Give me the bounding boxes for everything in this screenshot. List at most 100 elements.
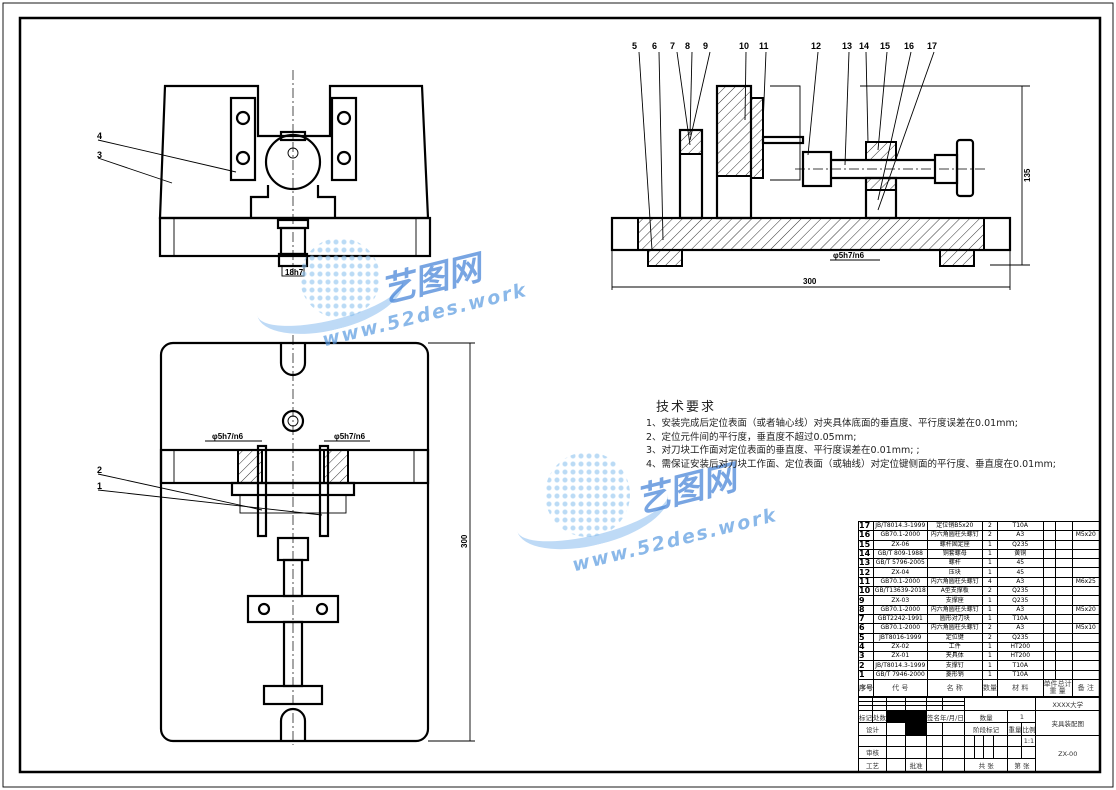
- bom-cell-remark: [1071, 567, 1101, 578]
- bom-cell-t: [1054, 660, 1073, 671]
- bom-cell-material: A3: [996, 623, 1044, 634]
- bom-cell-no: 5: [858, 632, 874, 643]
- bom-cell-u: [1042, 651, 1056, 662]
- height-dimension: 135: [1023, 168, 1032, 182]
- part-label-10: 10: [739, 41, 749, 51]
- bom-cell-t: [1054, 586, 1073, 597]
- bom-cell-no: 16: [858, 530, 874, 541]
- part-label-6: 6: [652, 41, 657, 51]
- bom-cell-name: 铜套螺母: [926, 548, 983, 560]
- bom-cell-qty: 1: [981, 641, 998, 653]
- bom-cell-qty: 1: [981, 604, 998, 615]
- bom-cell-no: 10: [858, 586, 874, 597]
- width-dimension: 300: [803, 277, 817, 286]
- part-label-11: 11: [759, 41, 769, 51]
- bom-cell-material: T10A: [996, 613, 1044, 625]
- bom-cell-t: [1054, 520, 1073, 532]
- bom-cell-remark: [1071, 651, 1101, 662]
- bom-cell-name: 支撑座: [926, 595, 983, 606]
- sheet-number: 第 张: [1007, 758, 1037, 772]
- leader-line: [807, 51, 819, 156]
- sign-date-label: 签名年/月/日: [925, 709, 965, 724]
- bom-cell-u: [1042, 539, 1056, 550]
- part-label-5: 5: [632, 41, 637, 51]
- bom-cell-name: 内六角圆柱头螺钉: [926, 576, 983, 588]
- bom-header: 序号 代 号 名 称 数量 材 料 单件总计重 量 备 注: [858, 679, 1101, 698]
- bom-cell-material: 45: [996, 558, 1044, 569]
- bom-cell-qty: 2: [981, 586, 998, 597]
- bom-cell-name: 压块: [926, 567, 983, 578]
- school-name: XXXX大学: [1035, 697, 1100, 711]
- bom-cell-no: 7: [858, 613, 874, 625]
- bom-cell-no: 3: [858, 651, 874, 662]
- bom-cell-t: [1054, 604, 1073, 615]
- bom-cell-material: T10A: [996, 669, 1044, 681]
- scale-label: 比例: [1021, 722, 1037, 737]
- bom-cell-code: GB/T 5796-2005: [873, 558, 928, 569]
- bom-cell-u: [1042, 623, 1056, 634]
- bom-cell-material: Q235: [996, 586, 1044, 597]
- part-label-13: 13: [842, 41, 852, 51]
- bom-cell-remark: [1071, 520, 1101, 532]
- bom-cell-qty: 1: [981, 595, 998, 606]
- leader-line: [638, 51, 653, 251]
- bom-cell-u: [1042, 576, 1056, 588]
- count-label: 处数: [872, 709, 887, 724]
- bom-cell-name: 定位销B5x20: [926, 520, 983, 532]
- leader-line: [877, 51, 912, 201]
- bom-cell-qty: 1: [981, 539, 998, 550]
- header-no: 序号: [858, 679, 874, 698]
- bom-cell-t: [1054, 548, 1073, 560]
- part-label-2: 2: [97, 465, 102, 475]
- bom-cell-u: [1042, 530, 1056, 541]
- bom-cell-qty: 4: [981, 576, 998, 588]
- bom-cell-name: 支撑钉: [926, 660, 983, 671]
- section-view: 135 300 φ5h7/n6: [610, 84, 1032, 290]
- bom-cell-code: ZX-06: [873, 539, 928, 550]
- requirement-2: 2、定位元件间的平行度，垂直度不超过0.05mm;: [646, 431, 857, 443]
- leader-line: [744, 51, 747, 121]
- bom-cell-material: T10A: [996, 520, 1044, 532]
- front-view: 18h7 4 3: [97, 70, 432, 277]
- plan-view: φ5h7/n6 φ5h7/n6 300 2 1: [97, 335, 475, 745]
- bom-cell-t: [1054, 530, 1073, 541]
- bom-cell-u: [1042, 669, 1056, 681]
- bom-cell-u: [1042, 558, 1056, 569]
- bom-cell-u: [1042, 548, 1056, 560]
- design-label: 设计: [858, 722, 887, 737]
- part-label-3: 3: [97, 150, 102, 160]
- bom-cell-material: HT200: [996, 641, 1044, 653]
- header-qty: 数量: [981, 679, 998, 698]
- header-name: 名 称: [926, 679, 983, 698]
- bom-cell-name: A型支撑板: [926, 586, 983, 597]
- bom-cell-u: [1042, 604, 1056, 615]
- bom-cell-t: [1054, 651, 1073, 662]
- bom-cell-material: 黄铜: [996, 548, 1044, 560]
- total-sheets: 共 张: [963, 758, 1009, 772]
- bom-cell-t: [1054, 613, 1073, 625]
- bom-cell-remark: [1071, 669, 1101, 681]
- bom-cell-t: [1054, 595, 1073, 606]
- bom-cell-code: JB/T8014.3-1999: [873, 660, 928, 671]
- bom-cell-qty: 2: [981, 623, 998, 634]
- bom-cell-u: [1042, 586, 1056, 597]
- bom-cell-material: Q235: [996, 595, 1044, 606]
- bom-cell-name: 内六角圆柱头螺钉: [926, 623, 983, 634]
- bom-cell-remark: M5x20: [1071, 530, 1101, 541]
- leader-line: [658, 51, 664, 241]
- bom-cell-material: A3: [996, 604, 1044, 615]
- bom-cell-qty: 1: [981, 660, 998, 671]
- watermark-globe: [300, 238, 380, 318]
- bom-cell-t: [1054, 623, 1073, 634]
- bom-cell-remark: [1071, 660, 1101, 671]
- bom-cell-u: [1042, 520, 1056, 532]
